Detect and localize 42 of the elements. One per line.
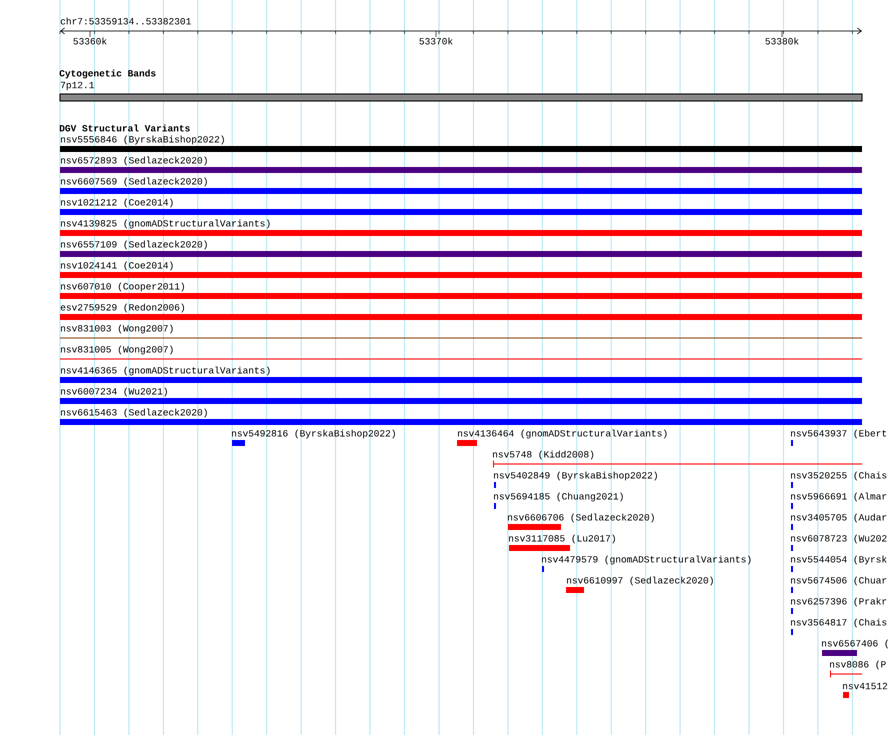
feature-label: nsv6567406 (	[822, 640, 888, 648]
tick-label: 53380k	[766, 38, 799, 44]
tick-label: 53360k	[74, 38, 107, 44]
feature-label: nsv1021212 (Coe2014)	[61, 198, 173, 208]
feature-label: nsv6557109 (Sedlazeck2020)	[61, 240, 207, 250]
tick-label: 53370k	[420, 38, 453, 44]
feature-label: nsv6572893 (Sedlazeck2020)	[61, 156, 207, 166]
band-label: 7p12.1	[60, 82, 94, 90]
feature-label: nsv5966691 (Almar	[791, 492, 886, 502]
feature-label: nsv4136464 (gnomADStructuralVariants)	[458, 430, 667, 438]
feature-label: nsv41512	[843, 682, 888, 690]
feature-label: nsv5556846 (ByrskaBishop2022)	[61, 136, 224, 144]
feature-label: nsv3564817 (Chais	[791, 618, 886, 628]
feature-label: nsv3520255 (Chais	[791, 472, 886, 480]
feature-label: nsv6607569 (Sedlazeck2020)	[61, 178, 207, 186]
feature-label: nsv5748 (Kidd2008)	[493, 450, 594, 460]
feature-label: nsv6007234 (Wu2021)	[61, 388, 167, 396]
feature-label: nsv3405705 (Audar	[791, 514, 886, 522]
feature-label: nsv607010 (Cooper2011)	[61, 282, 184, 292]
feature-label: esv2759529 (Redon2006)	[60, 304, 184, 312]
track-title: DGV Structural Variants	[60, 124, 190, 132]
feature-label: nsv5544054 (Byrsk	[791, 556, 887, 564]
axis-title: chr7:53359134..53382301	[60, 18, 191, 24]
feature-label: nsv4146365 (gnomADStructuralVariants)	[61, 366, 270, 376]
feature-label: nsv6610997 (Sedlazeck2020)	[567, 576, 713, 586]
feature-label: nsv4479579 (gnomADStructuralVariants)	[542, 556, 751, 564]
feature-label: nsv5643937 (Ebert	[791, 430, 886, 438]
feature-label: nsv6257396 (Prakr	[791, 598, 886, 606]
feature-label: nsv5492816 (ByrskaBishop2022)	[232, 430, 395, 438]
track-title: Cytogenetic Bands	[60, 70, 156, 78]
feature-label: nsv8086 (P	[830, 660, 886, 670]
feature-label: nsv3117085 (Lu2017)	[509, 534, 615, 544]
feature-label: nsv6606706 (Sedlazeck2020)	[508, 514, 654, 522]
feature-label: nsv831005 (Wong2007)	[61, 346, 173, 354]
feature-label: nsv6615463 (Sedlazeck2020)	[61, 408, 207, 418]
feature-label: nsv831003 (Wong2007)	[61, 324, 173, 334]
feature-label: nsv6078723 (Wu202	[791, 534, 886, 544]
feature-label: nsv5694185 (Chuang2021)	[494, 492, 623, 502]
feature-label: nsv5402849 (ByrskaBishop2022)	[494, 472, 657, 480]
feature-label: nsv1024141 (Coe2014)	[61, 262, 173, 270]
feature-label: nsv5674506 (Chuar	[791, 576, 886, 586]
feature-label: nsv4139825 (gnomADStructuralVariants)	[61, 220, 270, 228]
